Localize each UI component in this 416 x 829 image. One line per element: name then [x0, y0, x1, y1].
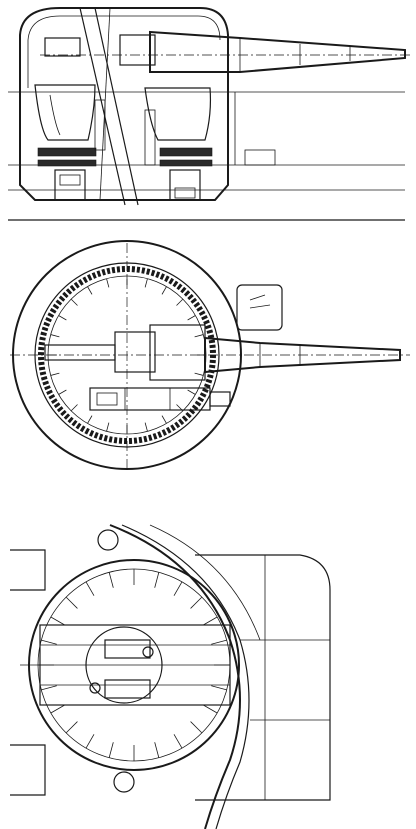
lower-mount	[104, 679, 151, 699]
turret-ring-tick	[187, 315, 196, 321]
hull-curve-outer	[109, 524, 241, 829]
gunhouse-inner-line	[27, 15, 221, 88]
cradle-line-a	[79, 7, 126, 206]
small-box	[244, 149, 276, 166]
upper-gun-trunnion	[149, 324, 206, 381]
turret-ring-tick	[70, 404, 78, 412]
barbette-tick	[190, 596, 203, 609]
left-recoil-chamber	[34, 84, 96, 141]
barbette-tick	[173, 734, 183, 749]
rammer-housing	[44, 37, 81, 57]
turret-ring-ticks	[48, 276, 206, 434]
lower-gun-muzzle	[209, 391, 231, 407]
upper-mount-pivot	[142, 646, 154, 658]
upper-mount	[104, 639, 151, 659]
left-roller-band-2	[37, 159, 97, 167]
barbette-tick	[154, 572, 160, 588]
lower-mount-pivot	[89, 682, 101, 694]
barbette-tick	[85, 581, 95, 596]
turret-ring-tick	[106, 278, 110, 288]
hatch-lower	[113, 771, 135, 793]
barbette-tick	[108, 572, 114, 588]
column-left	[94, 99, 106, 151]
deck-edge-left-lower	[10, 744, 46, 796]
upper-gun-cradle	[114, 331, 156, 373]
barbette-tick	[154, 742, 160, 758]
turret-ring-tick	[87, 286, 93, 295]
barbette-tick	[50, 616, 65, 626]
hatch-upper	[97, 529, 119, 551]
turret-ring-tick	[144, 278, 148, 288]
turret-ring-tick	[144, 422, 148, 432]
gun-barrel-side	[149, 30, 406, 73]
barbette-tick	[85, 734, 95, 749]
left-chamber-hatch	[49, 94, 61, 136]
barbette-tick	[203, 704, 218, 714]
barbette-tick	[41, 685, 57, 691]
turret-ring-tick	[58, 315, 67, 321]
turret-ring-tick	[50, 372, 60, 376]
turret-ring-tick	[70, 298, 78, 306]
right-roller-band-2	[159, 159, 213, 167]
turret-ring-tick	[58, 389, 67, 395]
turret-ring-tick	[87, 415, 93, 424]
right-lower-box-inner	[174, 187, 196, 199]
mount-deck-plan-view	[10, 524, 331, 829]
turret-ring-tick	[161, 286, 167, 295]
barbette-tick	[173, 581, 183, 596]
gunhouse-outline	[19, 7, 229, 201]
turret-ring-tick	[194, 372, 204, 376]
turret-ring-tick	[161, 415, 167, 424]
cradle-line-b	[94, 7, 139, 206]
barbette-tick	[211, 639, 227, 645]
barbette-tick	[211, 685, 227, 691]
turret-plan-view	[10, 240, 410, 470]
deckhouse-outline	[195, 554, 331, 801]
left-lower-box	[54, 169, 86, 201]
turret-ring-tick	[194, 334, 204, 338]
deck-edge-left-upper	[10, 549, 46, 591]
barbette-tick	[203, 616, 218, 626]
side-elevation-view	[8, 7, 410, 221]
lower-gun-breech	[96, 392, 118, 406]
hull-curve-inner	[121, 524, 250, 829]
turret-ring-tick	[50, 334, 60, 338]
column-right	[144, 109, 156, 166]
upper-gun-slide	[44, 344, 116, 361]
hull-curve-frame	[149, 524, 261, 641]
breech-block	[119, 34, 156, 66]
right-lower-box	[169, 169, 201, 201]
sight-hood-marks	[249, 294, 271, 309]
turret-ring-tick	[187, 389, 196, 395]
barbette-ticks	[38, 569, 230, 761]
left-lower-box-inner	[59, 174, 81, 186]
barbette-tick	[108, 742, 114, 758]
barbette-tick	[41, 639, 57, 645]
barbette-tick	[50, 704, 65, 714]
right-roller-band-1	[159, 147, 213, 157]
barbette-tick	[190, 721, 203, 734]
barbette-tick	[65, 596, 78, 609]
sight-hood	[236, 284, 283, 331]
turret-ring-tick	[176, 298, 184, 306]
left-roller-band-1	[37, 147, 97, 157]
turret-ring-tick	[106, 422, 110, 432]
barbette-tick	[65, 721, 78, 734]
